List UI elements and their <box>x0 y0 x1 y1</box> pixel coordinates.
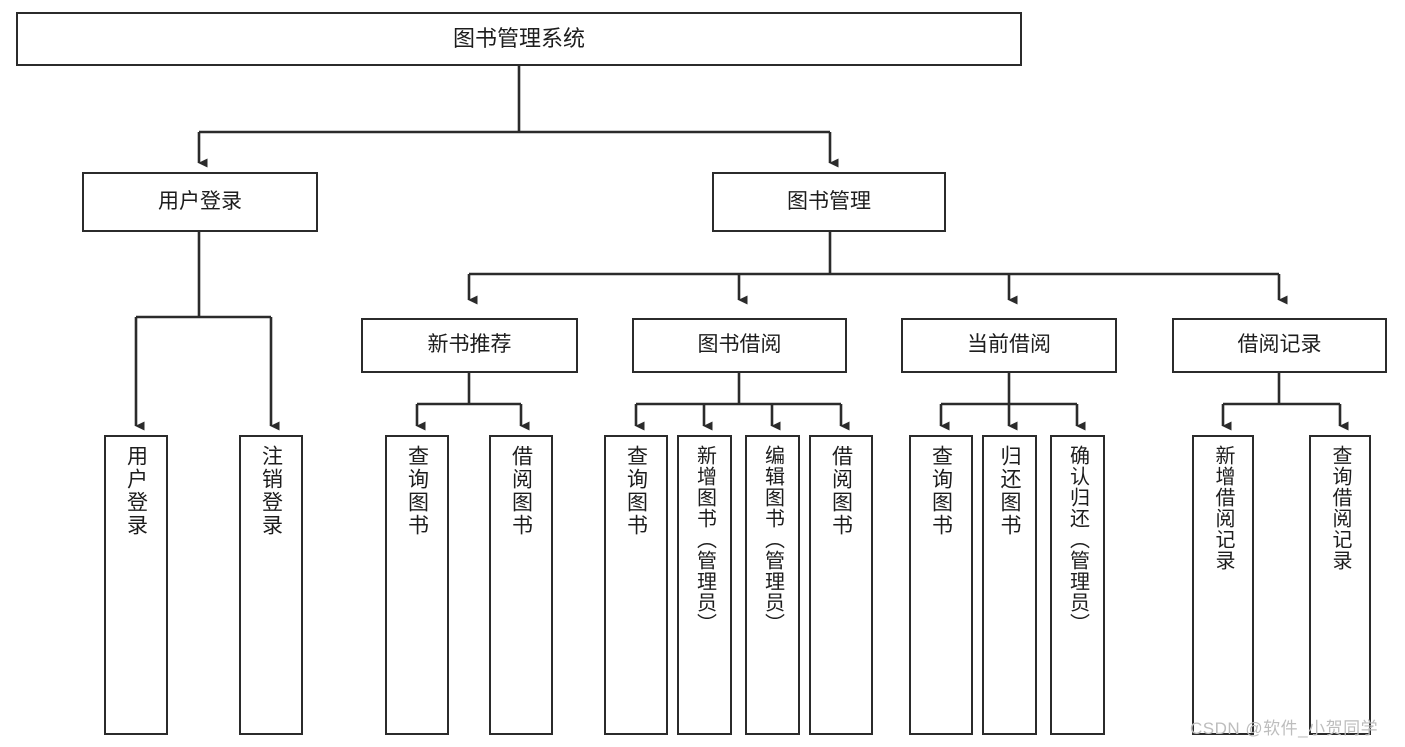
node-book-management[interactable]: 图书管理 <box>712 172 946 232</box>
node-leaf-query-book-3-label: 查询图书 <box>929 445 953 537</box>
node-leaf-query-book-1-label: 查询图书 <box>405 445 429 537</box>
node-leaf-query-record-label: 查询借阅记录 <box>1329 445 1351 571</box>
node-leaf-user-logout[interactable]: 注销登录 <box>239 435 303 735</box>
node-borrow-record-label: 借阅记录 <box>1237 333 1322 357</box>
node-leaf-query-book-2-label: 查询图书 <box>624 445 648 537</box>
node-leaf-borrow-book-1-label: 借阅图书 <box>509 445 533 537</box>
node-current-borrow-label: 当前借阅 <box>967 333 1051 357</box>
node-new-book-recommend[interactable]: 新书推荐 <box>361 318 578 373</box>
node-leaf-query-book-1[interactable]: 查询图书 <box>385 435 449 735</box>
node-user-login[interactable]: 用户登录 <box>82 172 318 232</box>
node-leaf-add-book[interactable]: 新增图书（管理员） <box>677 435 732 735</box>
node-book-management-label: 图书管理 <box>787 189 871 213</box>
node-leaf-query-book-2[interactable]: 查询图书 <box>604 435 668 735</box>
node-root-system[interactable]: 图书管理系统 <box>16 12 1022 66</box>
node-current-borrow[interactable]: 当前借阅 <box>901 318 1117 373</box>
watermark-csdn: CSDN @软件_小贺同学 <box>1190 719 1379 738</box>
node-leaf-add-record-label: 新增借阅记录 <box>1212 445 1234 571</box>
node-leaf-confirm-return[interactable]: 确认归还（管理员） <box>1050 435 1105 735</box>
node-borrow-record[interactable]: 借阅记录 <box>1172 318 1387 373</box>
node-new-book-recommend-label: 新书推荐 <box>427 333 512 357</box>
node-leaf-query-record[interactable]: 查询借阅记录 <box>1309 435 1371 735</box>
node-leaf-add-book-label: 新增图书（管理员） <box>693 445 716 634</box>
node-leaf-return-book[interactable]: 归还图书 <box>982 435 1037 735</box>
node-root-system-label: 图书管理系统 <box>452 26 585 52</box>
node-leaf-borrow-book-2-label: 借阅图书 <box>829 445 853 537</box>
node-leaf-borrow-book-1[interactable]: 借阅图书 <box>489 435 553 735</box>
node-leaf-return-book-label: 归还图书 <box>998 445 1021 537</box>
node-leaf-user-login-label: 用户登录 <box>124 445 148 537</box>
node-user-login-label: 用户登录 <box>158 189 242 213</box>
node-leaf-user-logout-label: 注销登录 <box>259 445 283 537</box>
node-leaf-confirm-return-label: 确认归还（管理员） <box>1066 445 1089 634</box>
node-book-borrow-label: 图书借阅 <box>697 333 782 357</box>
node-leaf-query-book-3[interactable]: 查询图书 <box>909 435 973 735</box>
node-leaf-edit-book-label: 编辑图书（管理员） <box>761 445 784 634</box>
node-leaf-user-login[interactable]: 用户登录 <box>104 435 168 735</box>
node-leaf-add-record[interactable]: 新增借阅记录 <box>1192 435 1254 735</box>
node-leaf-borrow-book-2[interactable]: 借阅图书 <box>809 435 873 735</box>
node-leaf-edit-book[interactable]: 编辑图书（管理员） <box>745 435 800 735</box>
node-book-borrow[interactable]: 图书借阅 <box>632 318 847 373</box>
